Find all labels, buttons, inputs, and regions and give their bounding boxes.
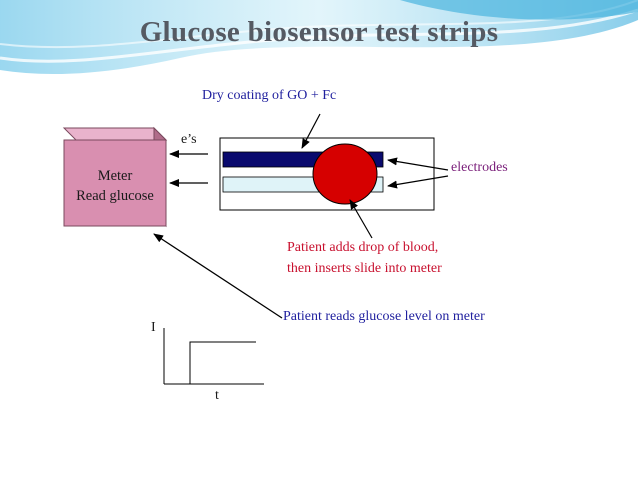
slide-title: Glucose biosensor test strips [139, 16, 499, 48]
test-strip [219, 137, 435, 211]
blood-drop-icon [312, 143, 378, 205]
graph-ylabel: I [151, 320, 156, 335]
coating-label: Dry coating of GO + Fc [202, 88, 337, 103]
blood-pointer [349, 199, 373, 239]
reads-pointer [153, 233, 283, 319]
meter-box-icon [62, 126, 168, 228]
graph-step-trace [189, 341, 256, 384]
graph-xlabel: t [215, 388, 219, 403]
electrodes-label: electrodes [451, 160, 508, 175]
reads-label: Patient reads glucose level on meter [283, 309, 485, 324]
electrode-pointer-bottom [387, 175, 449, 189]
meter-label: Meter Read glucose [64, 166, 166, 206]
meter-label-line1: Meter [97, 168, 133, 184]
electrons-label: e’s [181, 132, 197, 147]
blood-label-line2: then inserts slide into meter [287, 261, 442, 276]
electrode-pointer-top [387, 157, 449, 171]
meter-label-line2: Read glucose [76, 188, 154, 204]
step-response-graph-icon [163, 328, 264, 385]
blood-label-line1: Patient adds drop of blood, [287, 240, 439, 255]
coating-pointer [301, 113, 321, 149]
